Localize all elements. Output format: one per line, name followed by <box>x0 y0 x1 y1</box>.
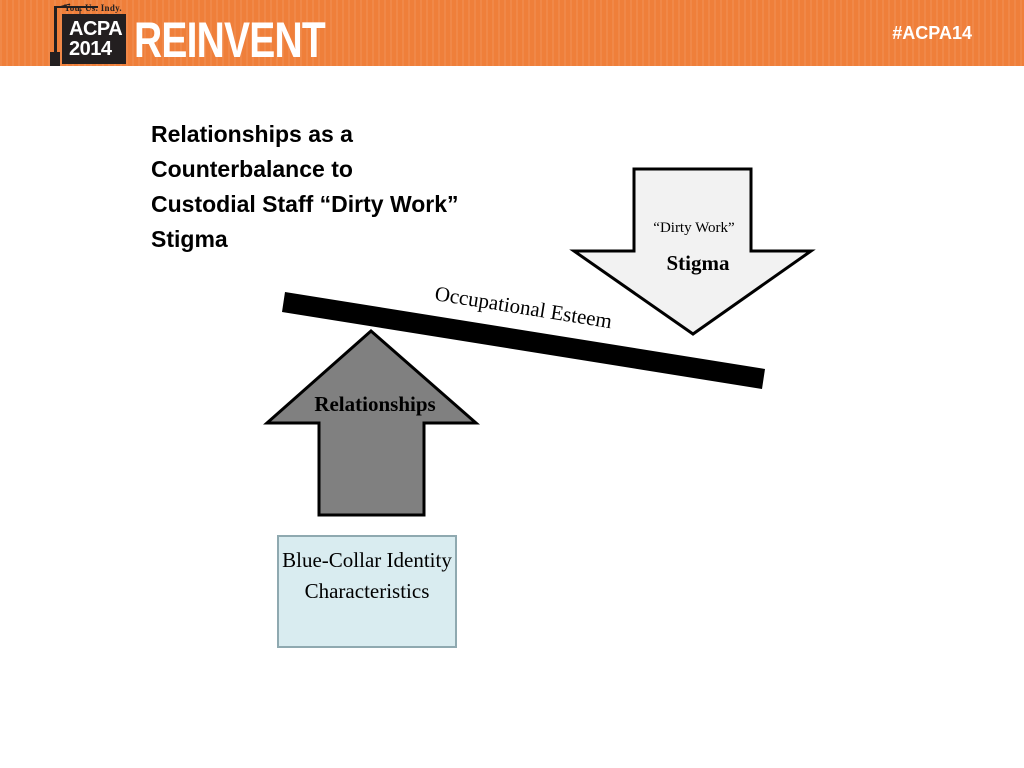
blue-collar-identity-box: Blue-Collar Identity Characteristics <box>277 535 457 648</box>
brand-wordmark: REINVENT <box>134 12 326 68</box>
logo-tagline: You. Us. Indy. <box>64 3 122 13</box>
stigma-down-arrow <box>569 167 816 336</box>
acpa-logo[interactable]: ACPA 2014 <box>62 14 126 64</box>
slide-title: Relationships as a Counterbalance to Cus… <box>151 121 459 252</box>
logo-line-year: 2014 <box>69 38 112 60</box>
logo-line-acpa: ACPA <box>69 18 123 40</box>
header-banner: You. Us. Indy. ACPA 2014 REINVENT #ACPA1… <box>0 0 1024 66</box>
hashtag-label: #ACPA14 <box>892 23 972 43</box>
stigma-label: Stigma <box>667 251 731 275</box>
esteem-beam <box>282 292 765 389</box>
relationships-label: Relationships <box>314 392 435 416</box>
relationships-up-arrow <box>263 329 480 517</box>
dirty-work-label: “Dirty Work” <box>653 220 734 236</box>
